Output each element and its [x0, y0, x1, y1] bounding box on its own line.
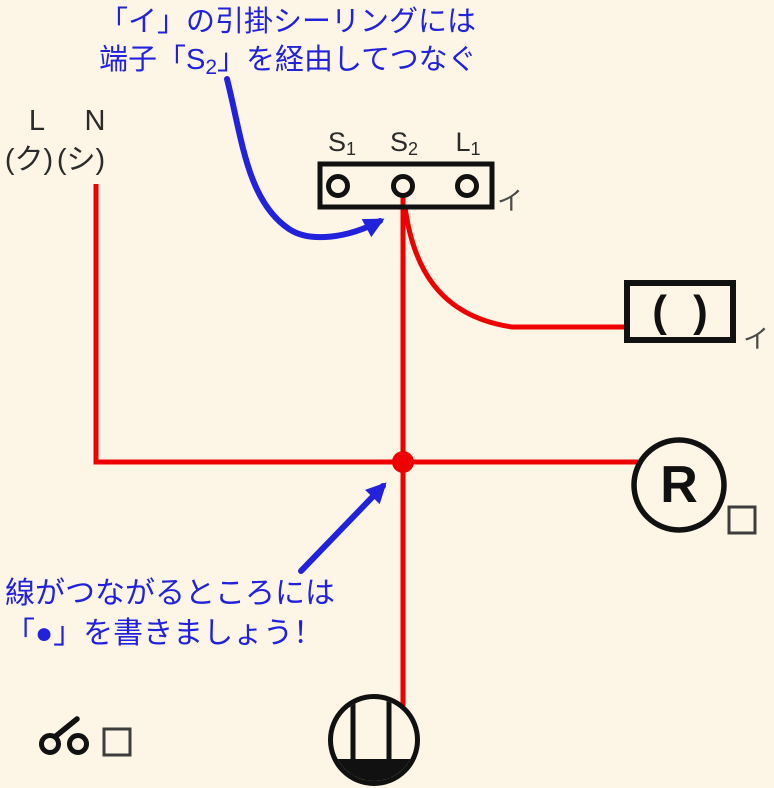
junction-note-line1: 線がつながるところには [5, 577, 335, 610]
ceiling-light-symbol [328, 694, 420, 786]
terminal-label-s2: S2 [381, 127, 427, 160]
rosette-wire [402, 206, 627, 330]
junction-dot-icon [392, 451, 414, 473]
top-note-line2-sub: 2 [205, 56, 218, 79]
neutral-label: N [84, 105, 106, 137]
neutral-wire-label: (シ) [56, 144, 106, 176]
terminal-label-sub: 1 [470, 139, 481, 159]
top-note: 「イ」の引掛シーリングには 端子「S2」を経由してつなぐ [99, 3, 477, 87]
switch-symbol [39, 716, 89, 755]
terminal-hole-icon [455, 174, 479, 198]
receptacle-letter: R [660, 456, 698, 514]
top-note-line2-prefix: 端子「S [99, 44, 206, 76]
neutral-wire [93, 184, 638, 465]
rosette-symbol-text: ( ) [652, 286, 715, 336]
junction-note: 線がつながるところには 「●」を書きましょう！ [5, 574, 335, 654]
live-wire-label: (ク) [4, 144, 54, 176]
terminal-hole-icon [391, 174, 415, 198]
placeholder-box-icon [102, 727, 132, 757]
top-note-line1: 「イ」の引掛シーリングには [99, 6, 477, 38]
lamp-receptacle-symbol [631, 437, 727, 533]
terminal-label-l1: L1 [445, 127, 491, 160]
terminal-label-sub: 1 [346, 139, 357, 159]
junction-note-line2: 「●」を書きましょう！ [5, 617, 324, 650]
terminal-block-circuit-label: イ [497, 186, 524, 216]
terminal-label-s1: S1 [319, 127, 365, 160]
rosette-circuit-label: イ [743, 324, 770, 354]
placeholder-box-icon [727, 505, 757, 535]
straight-arrow-icon [298, 482, 387, 574]
terminal-label-main: S [389, 127, 408, 157]
live-label: L [28, 105, 46, 137]
terminal-label-main: S [327, 127, 346, 157]
top-note-line2-suffix: 」を経由してつなぐ [217, 44, 477, 76]
terminal-label-sub: 2 [408, 139, 419, 159]
curved-arrow-icon [224, 76, 385, 241]
terminal-label-main: L [455, 127, 471, 157]
ceiling-rosette-symbol [624, 280, 736, 343]
terminal-hole-icon [326, 174, 350, 198]
terminal-block-symbol [317, 161, 495, 210]
top-note-line2: 端子「S2」を経由してつなぐ [99, 41, 477, 87]
